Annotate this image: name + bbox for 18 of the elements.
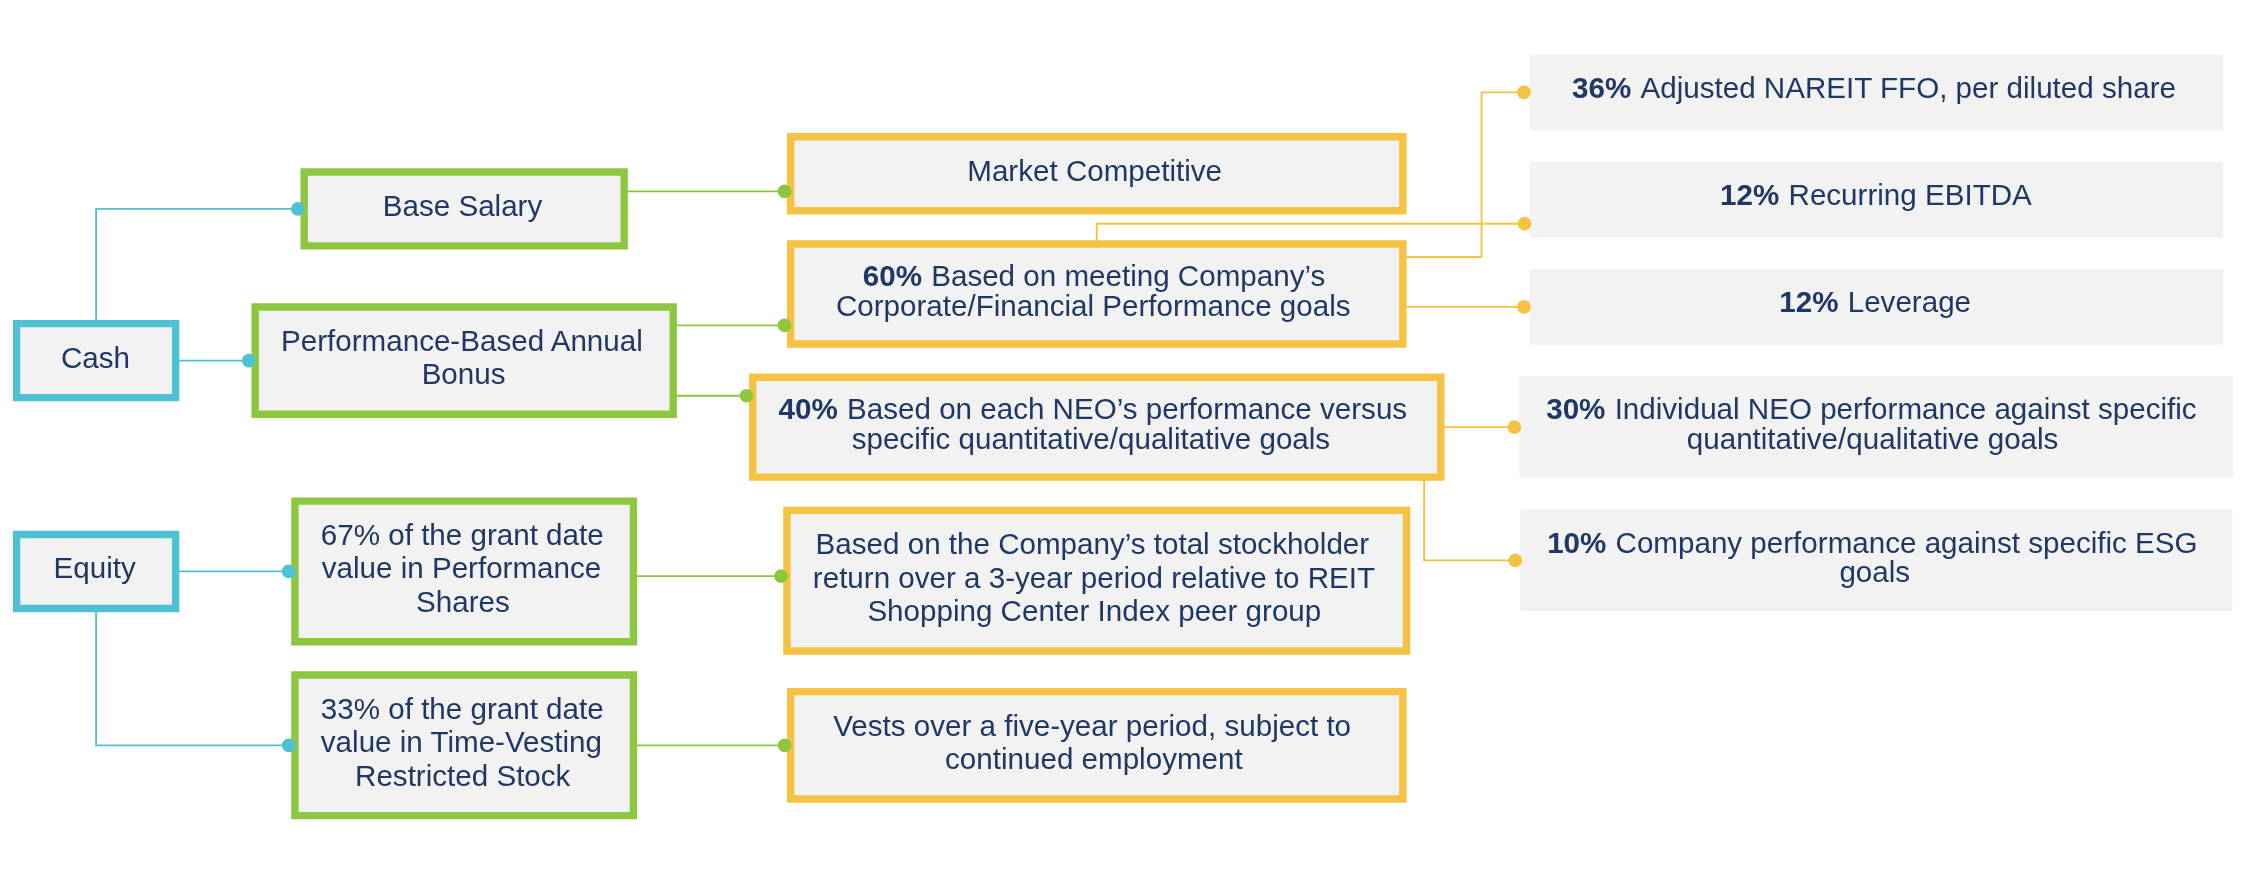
node-box: Equity (12, 530, 180, 612)
node-box: Performance-Based Annual Bonus (251, 302, 677, 418)
node-box: 33% of the grant date value in Time-Vesting Restricted Stock (291, 670, 638, 819)
node-box: 12% Recurring EBITDA (1529, 161, 2224, 238)
node-box: Based on the Company’s total stockholder return over a 3-year period relative to REIT Shopping Center Index peer group (783, 506, 1411, 655)
connector (673, 388, 754, 403)
node-box: 60% Based on meeting Company’s Corporate/Financial Performance goals (786, 239, 1407, 348)
node-box: 12% Leverage (1529, 268, 2224, 345)
node-box: 30% Individual NEO performance against specific quantitative/qualitative goals (1519, 375, 2234, 478)
node-box: Base Salary (300, 167, 628, 250)
node-box: Vests over a five-year period, subject to continued employment (786, 687, 1407, 803)
node-box: 10% Company performance against specific ESG goals (1520, 509, 2233, 611)
node-box: Market Competitive (786, 132, 1407, 214)
node-box: 36% Adjusted NAREIT FFO, per diluted share (1529, 53, 2224, 130)
connector (673, 318, 792, 332)
node-box: Cash (12, 319, 180, 401)
node-box: 40% Based on each NEO’s performance versus specific quantitative/qualitative goals (749, 373, 1445, 481)
node-box: 67% of the grant date value in Performance Shares (291, 496, 638, 645)
